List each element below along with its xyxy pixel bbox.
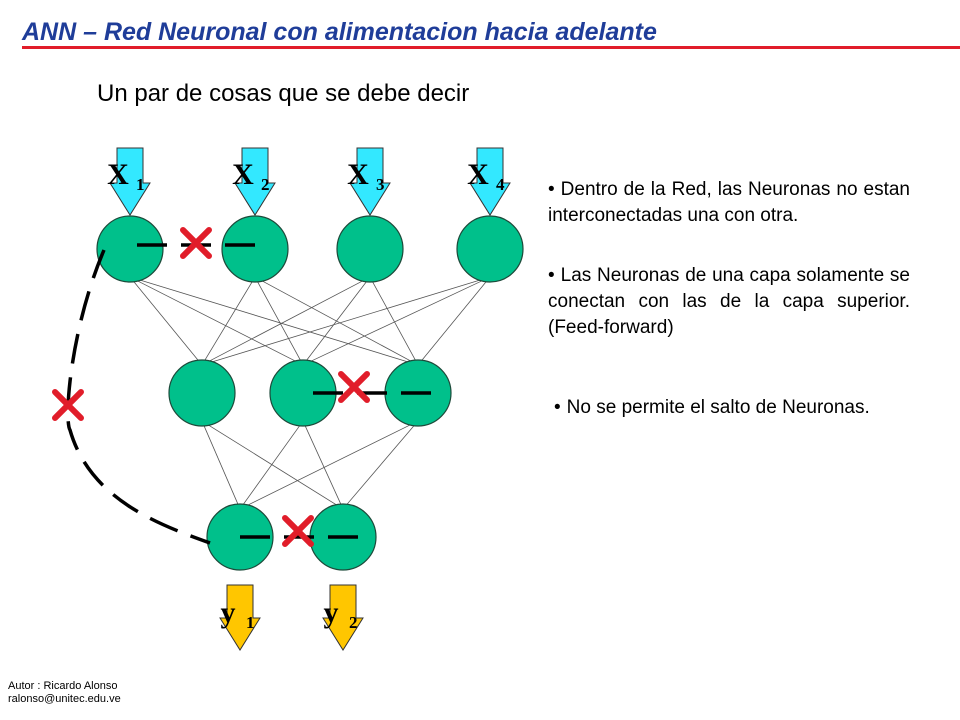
bullet-no-interconnection: •Dentro de la Red, las Neuronas no estan… [548,177,910,229]
cross-icon-layer1 [180,227,212,259]
output-arrow-1 [219,584,261,651]
forbidden-crosses [52,227,370,547]
connection-line-l1-l2 [129,276,419,366]
bullet-text: No se permite el salto de Neuronas. [566,397,870,418]
input-label-1-subscript: 1 [136,175,145,194]
connection-line-l2-l3 [342,420,419,510]
bullet-dot: • [548,179,555,200]
output-label-2-subscript: 2 [349,613,358,632]
neuron-l2-1 [168,359,236,427]
input-label-4-letter: X [467,158,489,191]
slide-subtitle: Un par de cosas que se debe decir [97,80,470,107]
bullet-no-skip: •No se permite el salto de Neuronas. [554,395,884,421]
output-label-1-letter: y [221,596,236,629]
neuron-l1-1 [96,215,164,283]
connection-line-l1-l2 [254,276,304,366]
connection-line-l1-l2 [369,276,419,366]
bullet-text: Las Neuronas de una capa solamente se co… [548,265,910,338]
output-label-2-letter: y [324,596,339,629]
input-arrow-4 [469,147,511,216]
connection-line-l2-l3 [302,420,344,510]
io-arrows [109,147,511,651]
connection-line-l1-l2 [201,276,491,366]
author-credit: Autor : Ricardo Alonso ralonso@unitec.ed… [8,680,121,706]
cross-stroke [180,227,212,259]
connections [129,276,491,510]
bullet-dot: • [554,397,561,418]
dashed-skip-link [66,249,211,545]
connection-line-l1-l2 [201,276,256,366]
input-arrow-2 [234,147,276,216]
input-label-3-subscript: 3 [376,175,385,194]
connection-line-l1-l2 [302,276,491,366]
neurons [96,215,524,571]
connection-line-l1-l2 [302,276,371,366]
cross-icon-layer2 [338,371,370,403]
cross-stroke [338,371,370,403]
connection-line-l2-l3 [239,420,304,510]
cross-icon-layer3 [282,515,314,547]
author-email: ralonso@unitec.edu.ve [8,693,121,705]
cross-icon-skip [52,389,84,421]
connection-line-l1-l2 [417,276,491,366]
neuron-l1-4 [456,215,524,283]
input-label-2-letter: X [232,158,254,191]
title-underline [22,46,960,49]
connection-line-l1-l2 [129,276,203,366]
input-label-4-subscript: 4 [496,175,505,194]
author-name: Autor : Ricardo Alonso [8,680,118,692]
cross-stroke [52,389,84,421]
output-arrow-2 [322,584,364,651]
output-label-1-subscript: 1 [246,613,255,632]
input-arrow-3 [349,147,391,216]
bullet-feed-forward: •Las Neuronas de una capa solamente se c… [548,263,910,341]
input-label-2-subscript: 2 [261,175,270,194]
neuron-l1-2 [221,215,289,283]
connection-line-l2-l3 [201,420,344,510]
connection-line-l2-l3 [239,420,419,510]
connection-line-l1-l2 [129,276,304,366]
bullet-dot: • [548,265,555,286]
cross-stroke [282,515,314,547]
bullet-text: Dentro de la Red, las Neuronas no estan … [548,179,910,226]
input-arrow-1 [109,147,151,216]
neuron-l1-3 [336,215,404,283]
input-label-1-letter: X [107,158,129,191]
slide-title: ANN – Red Neuronal con alimentacion haci… [22,18,657,46]
connection-line-l2-l3 [201,420,241,510]
input-label-3-letter: X [347,158,369,191]
connection-line-l1-l2 [201,276,371,366]
